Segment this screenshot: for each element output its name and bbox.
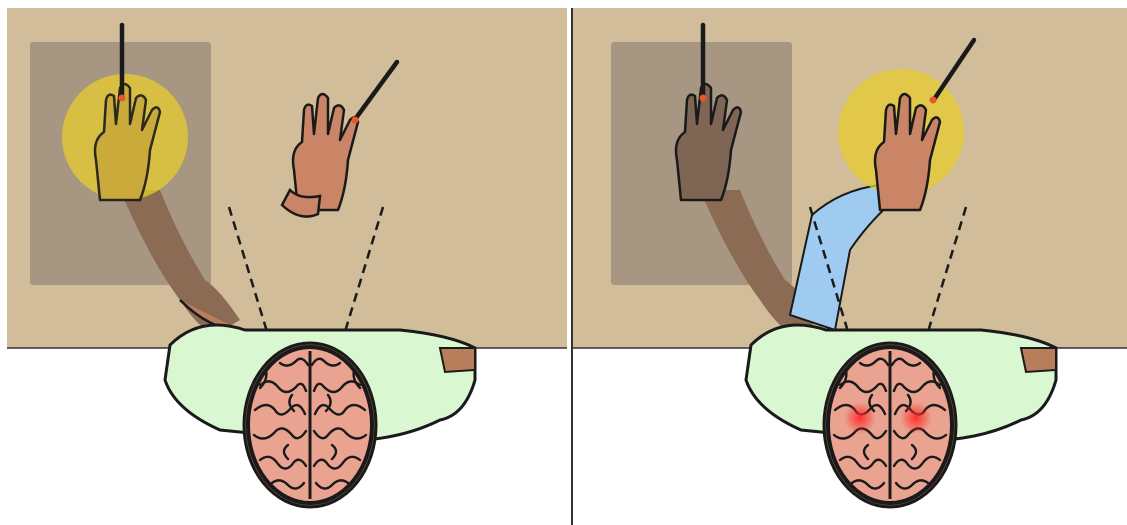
right-arm-skin-left (440, 348, 475, 372)
brain-left (248, 347, 372, 503)
right-panel (573, 8, 1127, 525)
left-panel (0, 8, 567, 525)
activation-spot-right (900, 402, 932, 434)
right-arm-skin-right (1021, 348, 1056, 372)
activation-spot-left (844, 402, 876, 434)
stylus-tip-real-right (700, 95, 707, 102)
stylus-tip-rubber-left (352, 117, 359, 124)
stylus-tip-rubber-right (930, 97, 937, 104)
stylus-tip-real-left (119, 95, 126, 102)
